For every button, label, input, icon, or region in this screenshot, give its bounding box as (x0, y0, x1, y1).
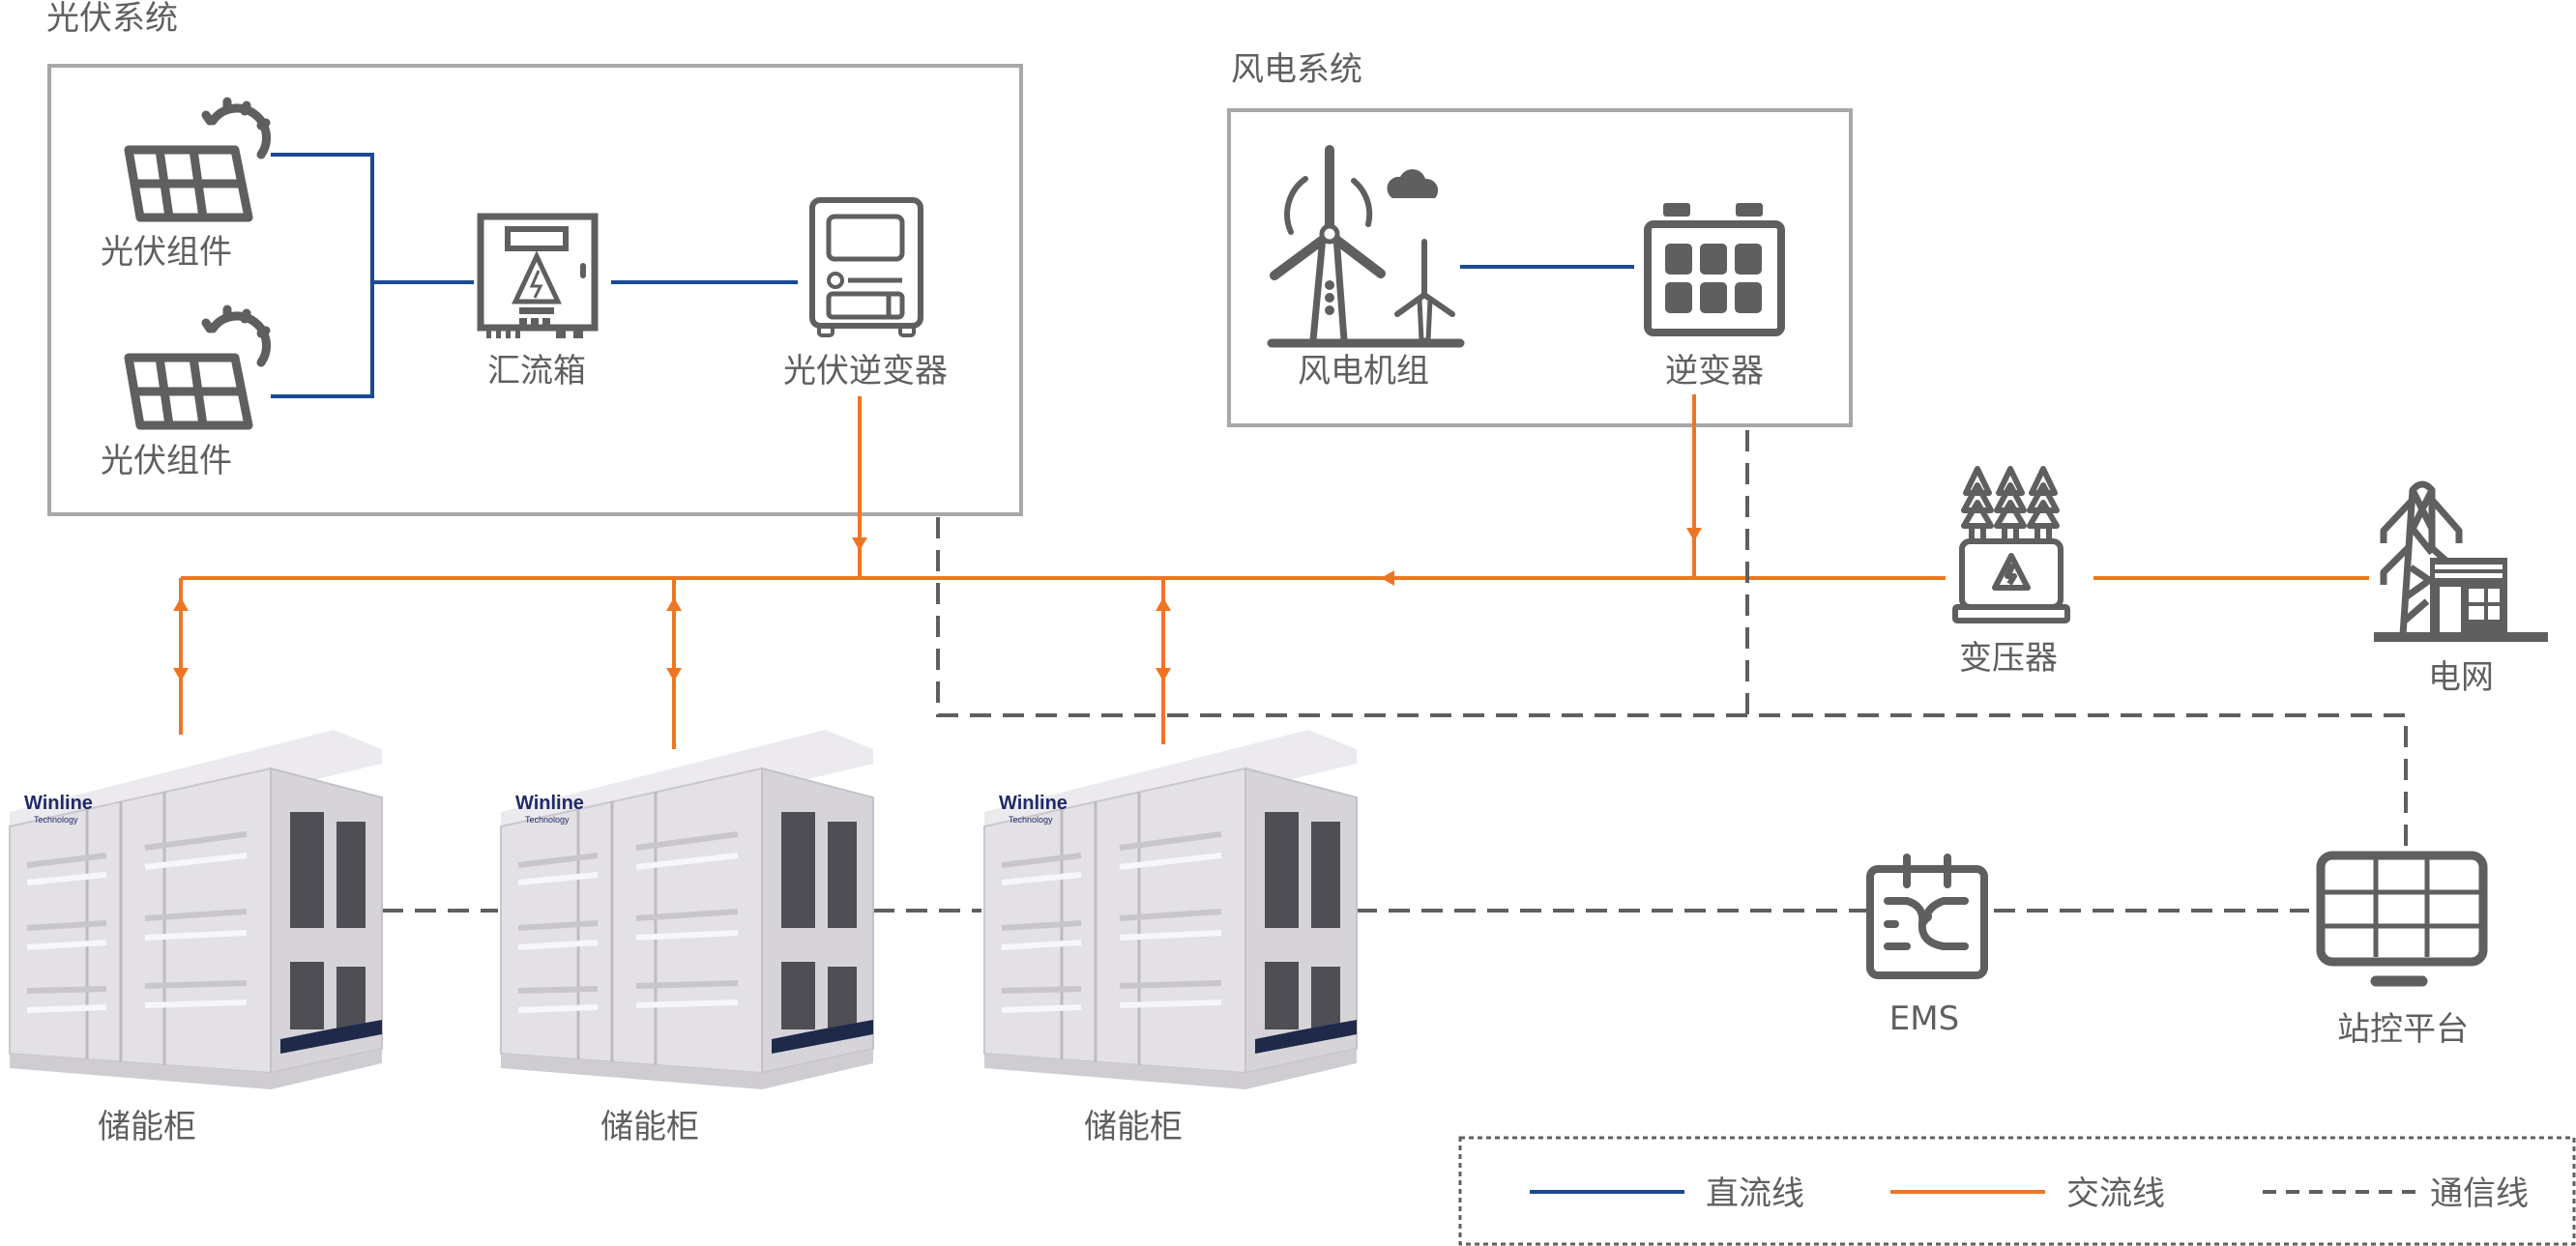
monitor-icon (2316, 851, 2488, 987)
wind-system-title: 风电系统 (1231, 50, 1362, 89)
pv-inverter-label: 光伏逆变器 (783, 352, 948, 391)
legend: 直流线 交流线 通信线 (1458, 1136, 2576, 1246)
brand-logo: Winline (999, 793, 1068, 814)
cabinet-ac-link (1156, 578, 1171, 744)
power-grid-icon (2374, 480, 2548, 642)
brand-logo: Winline (515, 793, 584, 814)
legend-item-dc: 直流线 (1530, 1174, 1804, 1213)
ems-icon (1866, 854, 1988, 979)
inverter-icon (1644, 203, 1785, 336)
pv-system-box (47, 64, 1023, 516)
legend-item-comm: 通信线 (2263, 1174, 2529, 1213)
storage-cabinet: Winline Technology (501, 730, 873, 1089)
storage-cabinet-label: 储能柜 (1084, 1108, 1183, 1146)
pv-module-label: 光伏组件 (101, 233, 232, 272)
pv-inverter-icon (809, 197, 923, 337)
arrow-down-icon (1686, 528, 1702, 541)
wind-turbine-icon (1267, 145, 1465, 348)
combiner-box-icon (477, 213, 599, 338)
arrow-left-icon (1381, 570, 1394, 586)
wind-inverter-label: 逆变器 (1665, 352, 1764, 391)
pv-system-title: 光伏系统 (46, 0, 178, 38)
transformer-label: 变压器 (1959, 639, 2058, 678)
comm-line (936, 517, 2408, 846)
brand-logo: Winline (24, 793, 93, 814)
pv-module-label: 光伏组件 (101, 442, 232, 480)
brand-subtitle: Technology (34, 815, 78, 825)
transformer-icon (1952, 466, 2070, 623)
station-control-label: 站控平台 (2337, 1010, 2469, 1049)
storage-cabinet-label: 储能柜 (98, 1108, 196, 1146)
brand-subtitle: Technology (525, 815, 570, 825)
storage-cabinet: Winline Technology (984, 730, 1357, 1089)
solar-panel-icon (124, 97, 272, 222)
cabinet-ac-link (666, 578, 682, 749)
svg-text:通信线: 通信线 (2430, 1174, 2529, 1213)
brand-subtitle: Technology (1009, 815, 1053, 825)
wind-turbine-label: 风电机组 (1298, 352, 1429, 391)
storage-cabinet: Winline Technology (10, 730, 382, 1089)
ems-label: EMS (1889, 1000, 1959, 1038)
svg-text:交流线: 交流线 (2066, 1174, 2165, 1213)
svg-text:直流线: 直流线 (1706, 1174, 1804, 1213)
storage-cabinet-label: 储能柜 (600, 1108, 699, 1146)
legend-item-ac: 交流线 (1890, 1174, 2165, 1213)
arrow-down-icon (852, 537, 867, 551)
grid-label: 电网 (2428, 658, 2494, 697)
solar-panel-icon (124, 304, 272, 430)
cabinet-ac-link (173, 578, 189, 735)
wind-system-box (1227, 108, 1853, 427)
dc-line (271, 153, 374, 398)
combiner-box-label: 汇流箱 (487, 352, 586, 391)
